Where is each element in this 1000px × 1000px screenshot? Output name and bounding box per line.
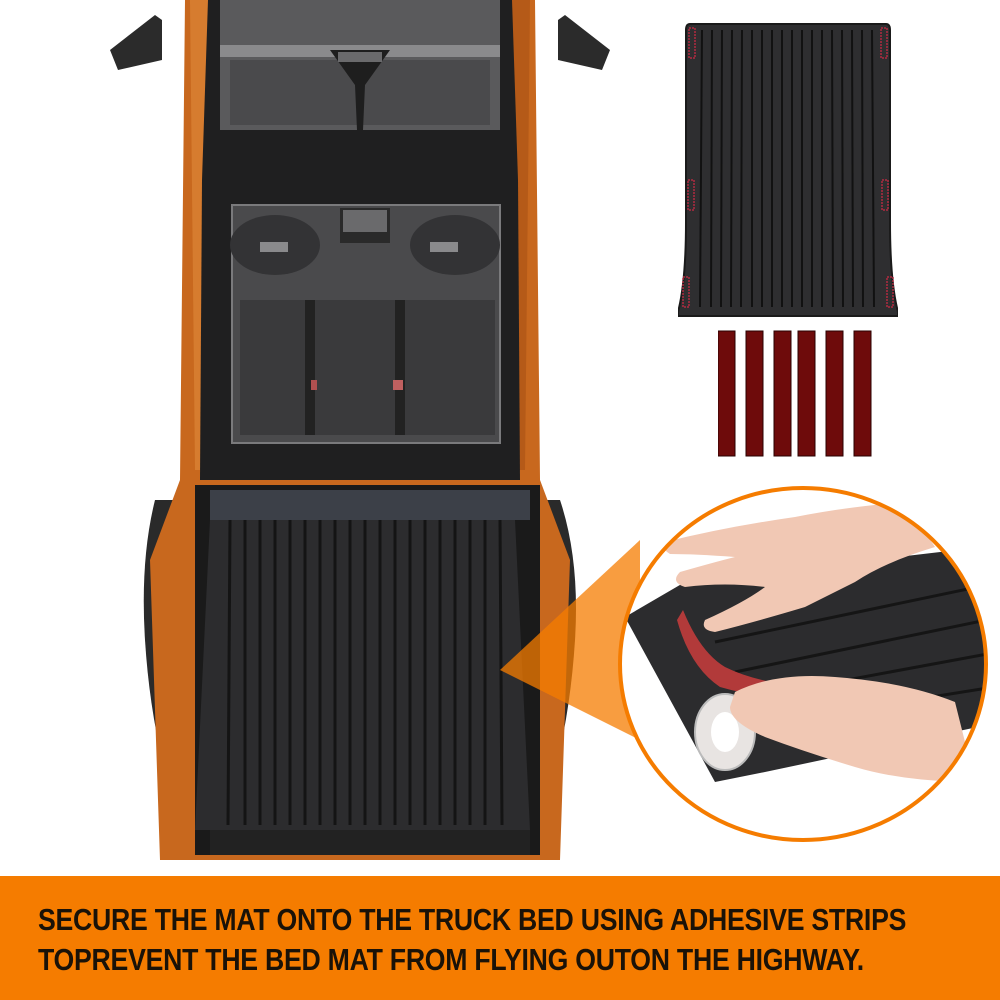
truck-illustration bbox=[100, 0, 620, 870]
caption-line-2: TOPREVENT THE BED MAT FROM FLYING OUTON … bbox=[38, 942, 864, 977]
caption-banner: SECURE THE MAT ONTO THE TRUCK BED USING … bbox=[0, 876, 1000, 1000]
adhesive-application-inset bbox=[605, 482, 1000, 847]
truck-top-view-graphic bbox=[110, 0, 610, 860]
callout-pointer bbox=[500, 540, 640, 740]
caption-line-1: SECURE THE MAT ONTO THE TRUCK BED USING … bbox=[38, 902, 907, 937]
adhesive-strips bbox=[718, 328, 873, 458]
bed-mat-product-image bbox=[678, 22, 898, 318]
